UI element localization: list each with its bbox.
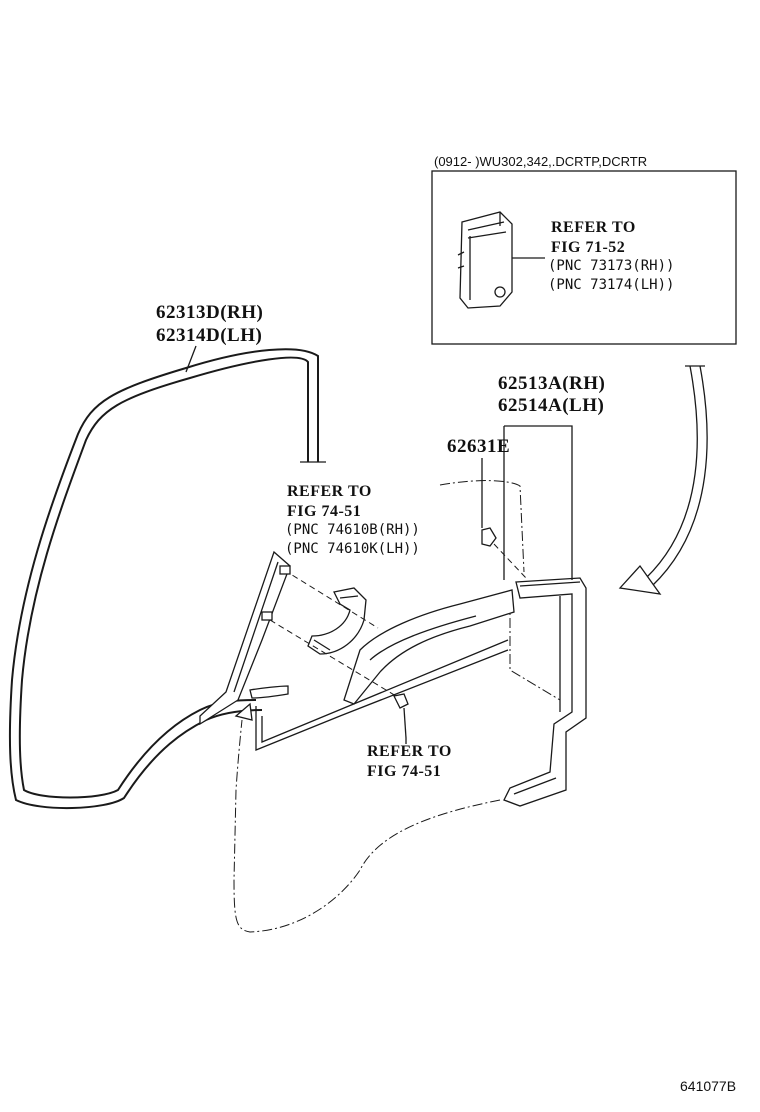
window-pillar-part — [199, 550, 291, 726]
leader-weatherstrip — [185, 345, 197, 373]
door-body-outline — [233, 480, 561, 933]
clip-icon — [261, 565, 291, 621]
callout-garnish-rh: 62513A(RH) — [498, 373, 606, 394]
door-frame-part — [255, 639, 509, 751]
curved-arrow-icon — [618, 365, 708, 595]
clip-62631e-part — [481, 458, 527, 579]
callout-weatherstrip-lh: 62314D(LH) — [156, 325, 263, 346]
assembly-line-2 — [269, 619, 397, 697]
door-weatherstrip-part — [8, 348, 326, 810]
assist-grip-refer-line1: REFER TO — [287, 483, 372, 500]
callout-garnish-lh: 62514A(LH) — [498, 395, 605, 416]
assembly-line-1 — [283, 569, 379, 629]
garnish-part — [503, 577, 587, 807]
assist-grip-pnc-lh: (PNC 74610K(LH)) — [285, 541, 420, 557]
inset-pnc-lh: (PNC 73174(LH)) — [548, 277, 675, 293]
assist-grip-refer-line2: FIG 74-51 — [287, 503, 362, 520]
screw-part — [393, 693, 409, 739]
callout-clip: 62631E — [447, 436, 511, 457]
inset-applicability: (0912- )WU302,342,.DCRTP,DCRTR — [434, 154, 648, 169]
inset-bracket-part — [457, 211, 545, 309]
inset-refer-line2: FIG 71-52 — [551, 239, 626, 256]
assist-grip-trim-part — [343, 589, 515, 705]
inset-refer-line1: REFER TO — [551, 219, 636, 236]
assist-grip-pnc-rh: (PNC 74610B(RH)) — [285, 522, 420, 538]
leader-garnish — [504, 425, 573, 580]
screw-refer-line2: FIG 74-51 — [367, 763, 442, 780]
inset-frame — [431, 170, 737, 345]
figure-id: 641077B — [680, 1078, 737, 1094]
callout-weatherstrip-rh: 62313D(RH) — [156, 302, 264, 323]
screw-refer-line1: REFER TO — [367, 743, 452, 760]
inset-pnc-rh: (PNC 73173(RH)) — [548, 258, 675, 274]
assist-grip-part — [307, 587, 367, 655]
